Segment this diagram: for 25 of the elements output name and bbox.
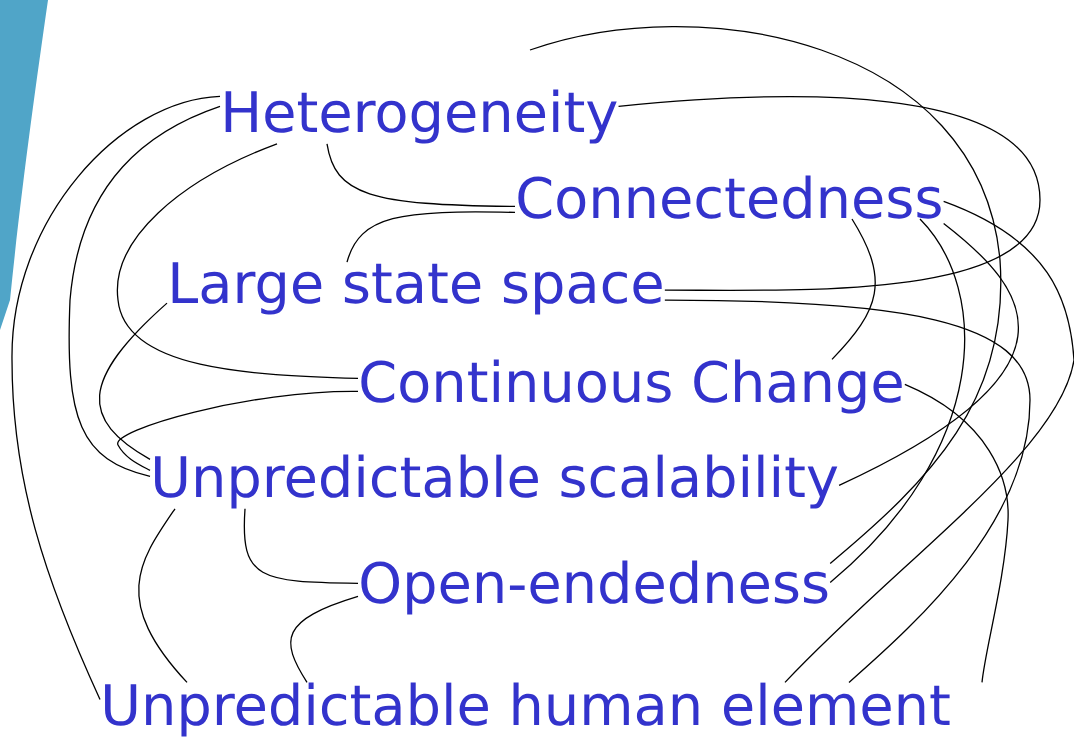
- node-label: Unpredictable scalability: [155, 454, 838, 509]
- node-label: Open-endedness: [361, 560, 828, 615]
- node-label: Heterogeneity: [225, 89, 617, 144]
- connector-line: [138, 508, 188, 684]
- connector-line: [617, 96, 1041, 291]
- connector-line: [831, 218, 876, 361]
- connector-line: [838, 222, 1019, 487]
- connector-line: [326, 143, 516, 208]
- connector-line: [243, 508, 359, 585]
- node-label: Connectedness: [518, 175, 941, 219]
- connector-line: [98, 302, 168, 461]
- connector-line: [116, 143, 359, 380]
- connector-line: [664, 299, 1031, 684]
- connector-line: [68, 105, 221, 478]
- connector-line: [346, 211, 516, 263]
- connector-line: [11, 95, 221, 701]
- node-label: Continuous Change: [361, 359, 902, 414]
- connector-line: [117, 390, 359, 472]
- node-label: Unpredictable human element: [105, 682, 950, 737]
- connector-line: [784, 200, 1074, 684]
- connector-line: [290, 595, 359, 684]
- connector-line: [529, 25, 1002, 565]
- connector-line: [829, 218, 966, 584]
- connector-line: [904, 383, 1009, 684]
- node-label: Large state space: [172, 262, 662, 315]
